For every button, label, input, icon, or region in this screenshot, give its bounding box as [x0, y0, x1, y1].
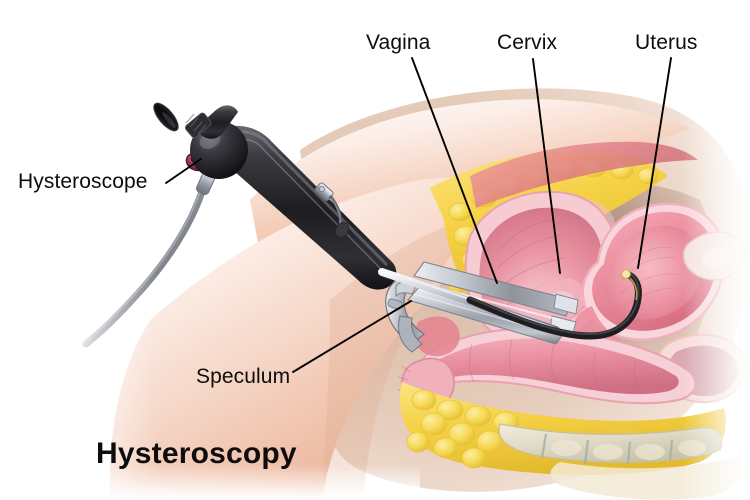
- leader-uterus: [637, 57, 672, 269]
- focus-ring: [185, 112, 212, 139]
- label-uterus: Uterus: [635, 31, 698, 54]
- fat-lobules-posterior: [406, 389, 520, 469]
- figure-title: Hysteroscopy: [96, 437, 297, 470]
- label-cervix: Cervix: [497, 31, 558, 54]
- label-speculum: Speculum: [196, 365, 291, 388]
- leader-vagina: [411, 57, 498, 284]
- leader-hysteroscope: [165, 158, 202, 184]
- thigh: [109, 177, 521, 500]
- label-vagina: Vagina: [366, 31, 431, 54]
- leader-lines: [165, 57, 672, 373]
- label-hysteroscope: Hysteroscope: [18, 170, 148, 193]
- leader-cervix: [532, 58, 561, 274]
- inflow-stopcock: [314, 182, 350, 238]
- eyepiece-neck: [196, 105, 238, 139]
- leader-speculum: [292, 300, 412, 373]
- eyepiece: [153, 102, 179, 132]
- speculum: [385, 261, 579, 353]
- scope-barrel: [210, 125, 397, 290]
